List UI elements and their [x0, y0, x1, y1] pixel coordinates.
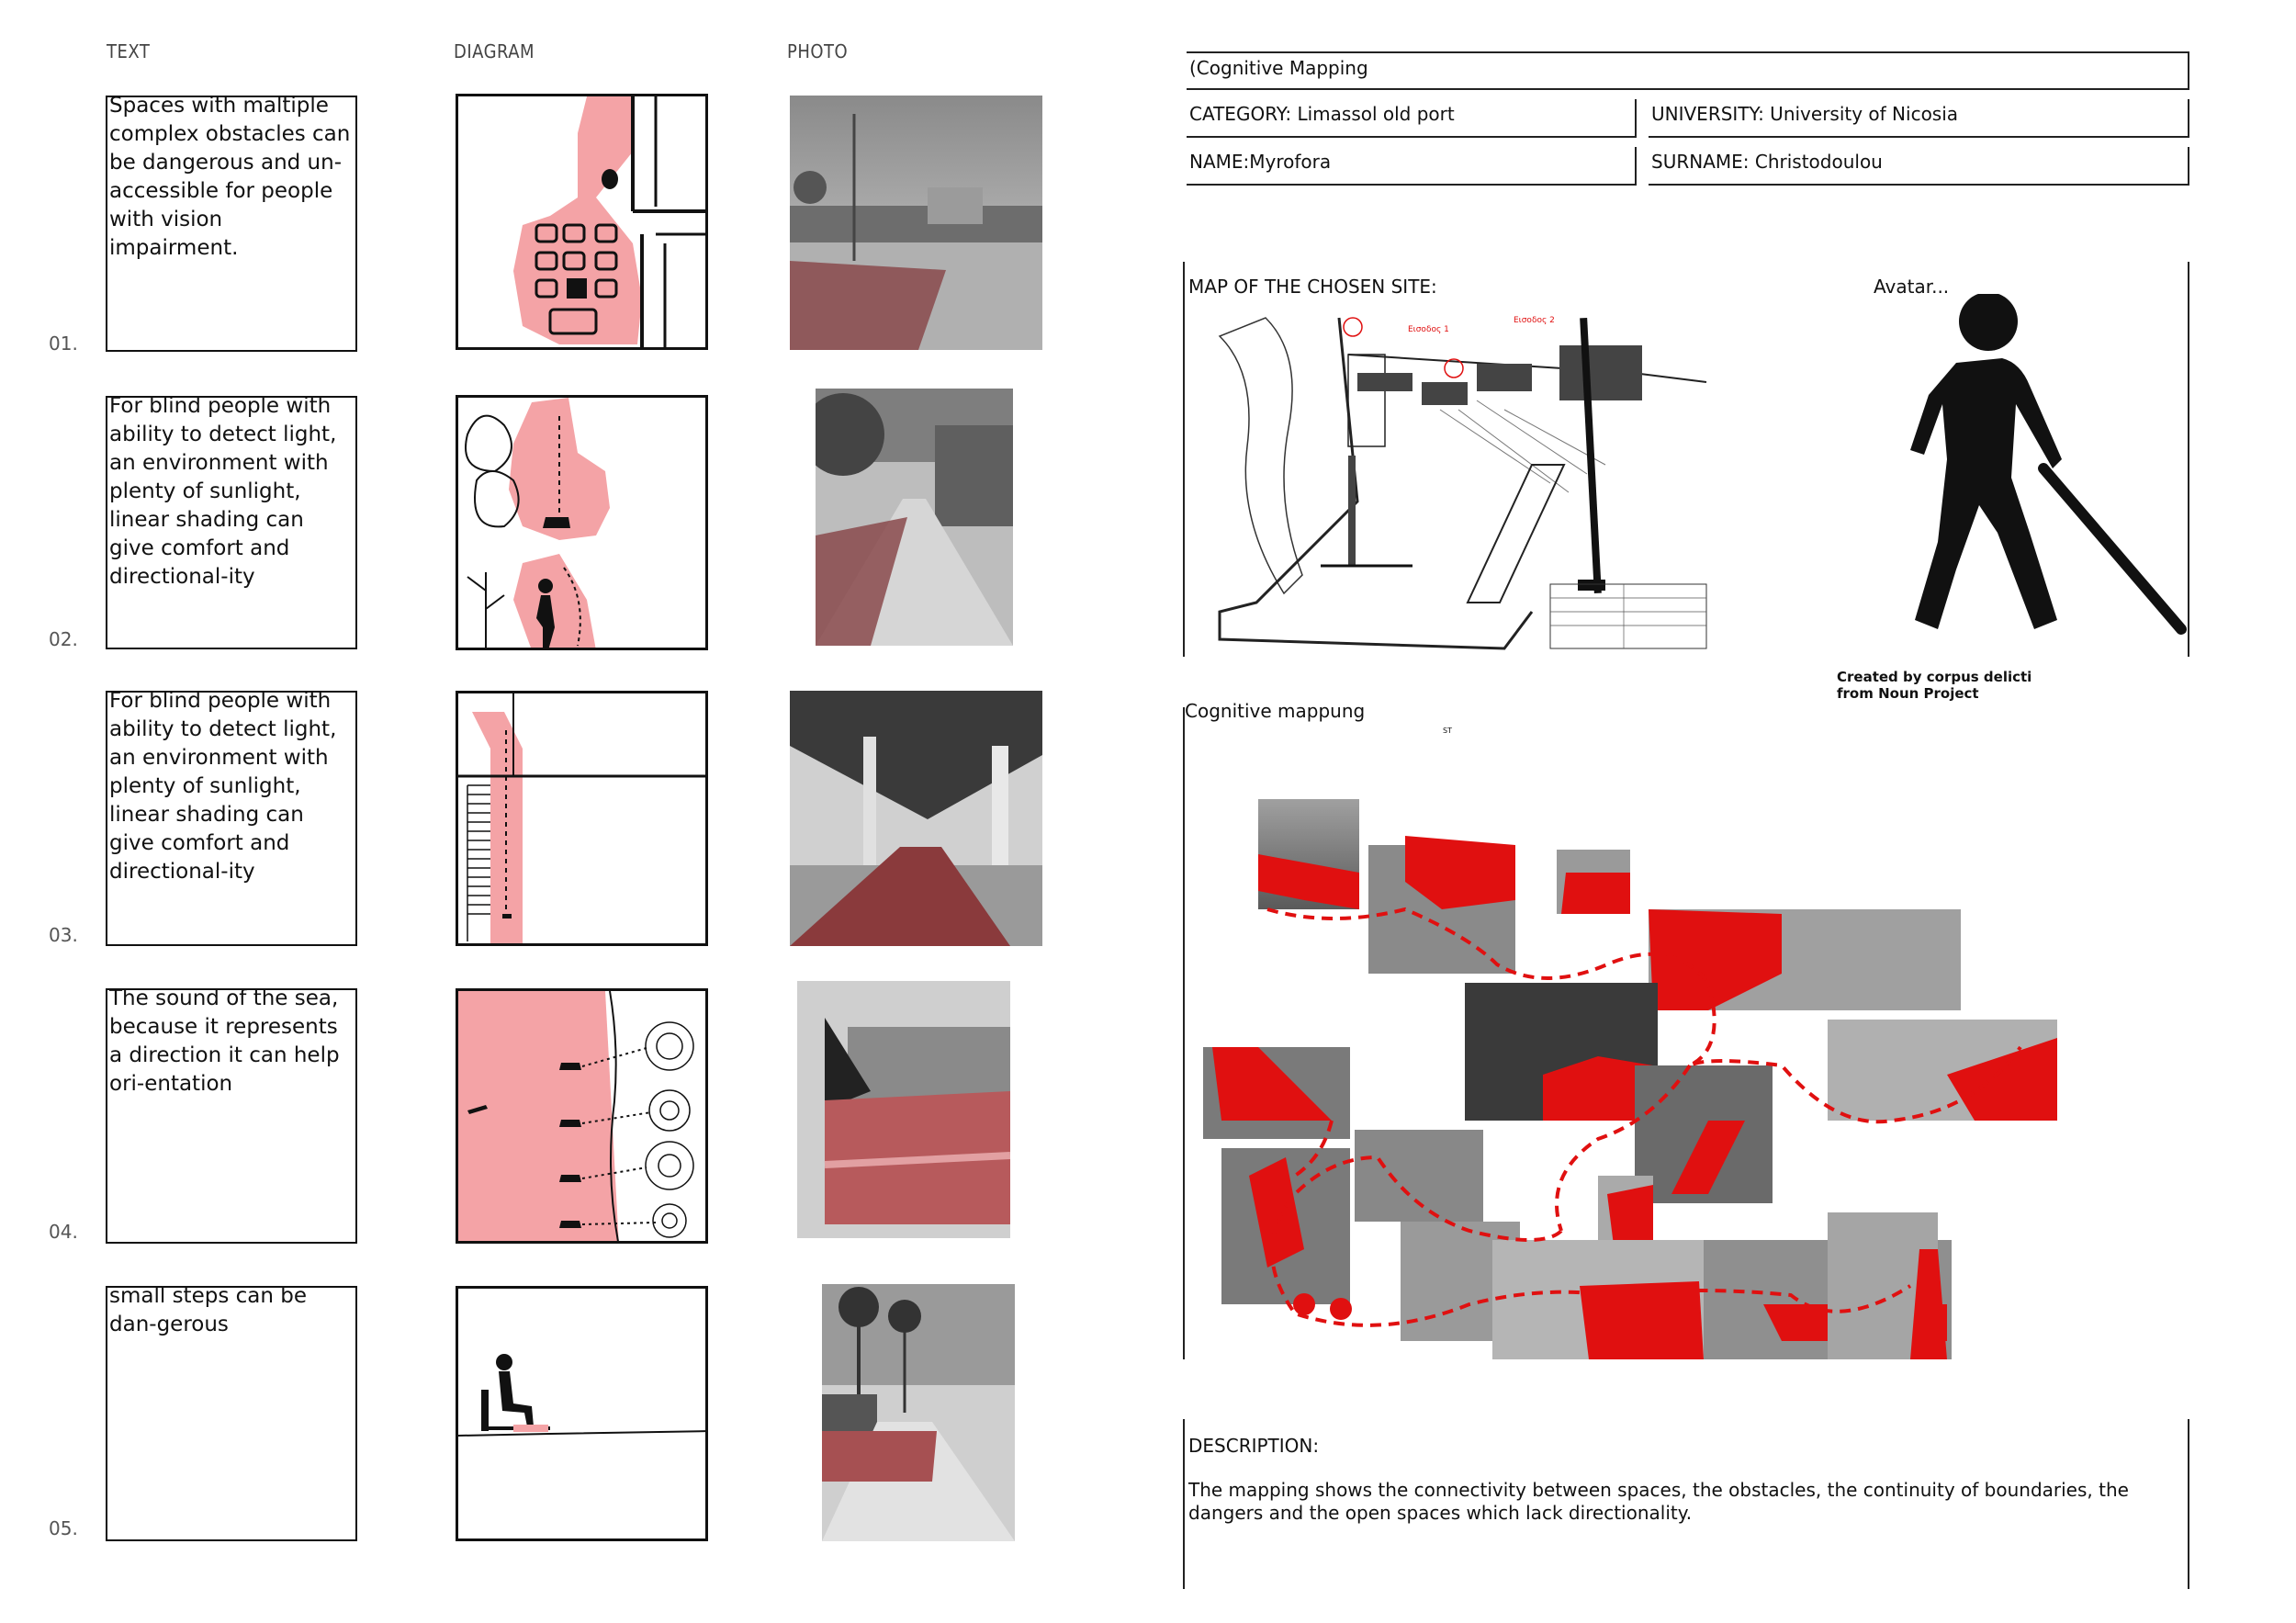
photo-drawing	[816, 389, 1013, 646]
column-header-photo: PHOTO	[787, 40, 849, 62]
surname-field: SURNAME: Christodoulou	[1649, 147, 2189, 186]
cognitive-label: Cognitive mappung	[1185, 700, 1366, 722]
diagram-sea-sound-drawing	[458, 991, 694, 1241]
surname-text: SURNAME: Christodoulou	[1651, 151, 1883, 173]
cognitive-frame	[1183, 707, 2189, 1359]
blind-person-icon	[1910, 292, 2187, 635]
photo-drawing	[790, 691, 1042, 946]
category-text: CATEGORY: Limassol old port	[1189, 103, 1455, 125]
row-photo-waterfront	[797, 981, 1010, 1238]
row-text: small steps can be dan-gerous	[109, 1286, 307, 1336]
university-field: UNIVERSITY: University of Nicosia	[1649, 99, 2189, 138]
avatar-credit-1: Created by corpus delicti	[1837, 669, 2032, 685]
photo-drawing	[790, 96, 1042, 350]
row-photo-colonnade	[790, 691, 1042, 946]
column-header-text: TEXT	[107, 40, 151, 62]
diagram-steps	[456, 1286, 708, 1541]
cognitive-mark: ST	[1443, 727, 1452, 735]
diagram-colonnade-drawing	[458, 693, 705, 943]
name-field: NAME:Myrofora	[1187, 147, 1637, 186]
row-text: The sound of the sea, because it represe…	[109, 988, 340, 1096]
diagram-obstacles	[456, 94, 708, 350]
diagram-colonnade	[456, 691, 708, 946]
row-text-box: The sound of the sea, because it represe…	[106, 988, 357, 1244]
map-label: MAP OF THE CHOSEN SITE:	[1188, 276, 1437, 298]
description-frame	[1183, 1419, 2189, 1589]
site-map: Εισοδος 1 Εισοδος 2	[1201, 299, 1711, 653]
avatar-credit-2: from Noun Project	[1837, 685, 1979, 702]
avatar-label: Avatar...	[1874, 276, 1950, 298]
row-text: For blind people with ability to detect …	[109, 396, 337, 589]
diagram-shading-drawing	[465, 398, 610, 648]
site-map-drawing: Εισοδος 1 Εισοδος 2	[1201, 299, 1711, 653]
row-text: Spaces with maltiple complex obstacles c…	[109, 96, 351, 260]
avatar-figure	[1874, 292, 2204, 643]
row-number: 01.	[49, 332, 78, 355]
row-text-box: For blind people with ability to detect …	[106, 396, 357, 649]
row-text-box: Spaces with maltiple complex obstacles c…	[106, 96, 357, 352]
photo-drawing	[797, 981, 1010, 1238]
row-photo-port-square	[790, 96, 1042, 350]
diagram-obstacles-drawing	[513, 96, 705, 347]
row-photo-shaded-walkway	[816, 389, 1013, 646]
row-number: 04.	[49, 1221, 78, 1243]
row-number: 02.	[49, 628, 78, 650]
map-avatar-frame	[1183, 262, 2189, 657]
row-photo-promenade-steps	[822, 1284, 1015, 1541]
diagram-shading	[456, 395, 708, 650]
row-number: 05.	[49, 1517, 78, 1539]
row-text-box: small steps can be dan-gerous	[106, 1286, 357, 1541]
row-text-box: For blind people with ability to detect …	[106, 691, 357, 946]
name-text: NAME:Myrofora	[1189, 151, 1332, 173]
description-text: The mapping shows the connectivity betwe…	[1188, 1479, 2129, 1524]
svg-text:Εισοδος 1: Εισοδος 1	[1408, 325, 1449, 334]
diagram-steps-drawing	[458, 1354, 705, 1437]
university-text: UNIVERSITY: University of Nicosia	[1651, 103, 1959, 125]
diagram-sea-sound	[456, 988, 708, 1244]
title-field: (Cognitive Mapping	[1187, 51, 2189, 90]
title-text: (Cognitive Mapping	[1189, 57, 1368, 79]
description-label: DESCRIPTION:	[1188, 1435, 1320, 1457]
category-field: CATEGORY: Limassol old port	[1187, 99, 1637, 138]
row-text: For blind people with ability to detect …	[109, 691, 337, 884]
photo-drawing	[822, 1284, 1015, 1541]
row-number: 03.	[49, 924, 78, 946]
cognitive-collage	[1194, 772, 2186, 1378]
column-header-diagram: DIAGRAM	[454, 40, 535, 62]
cognitive-collage-drawing	[1203, 799, 2057, 1359]
svg-text:Εισοδος 2: Εισοδος 2	[1514, 316, 1555, 325]
